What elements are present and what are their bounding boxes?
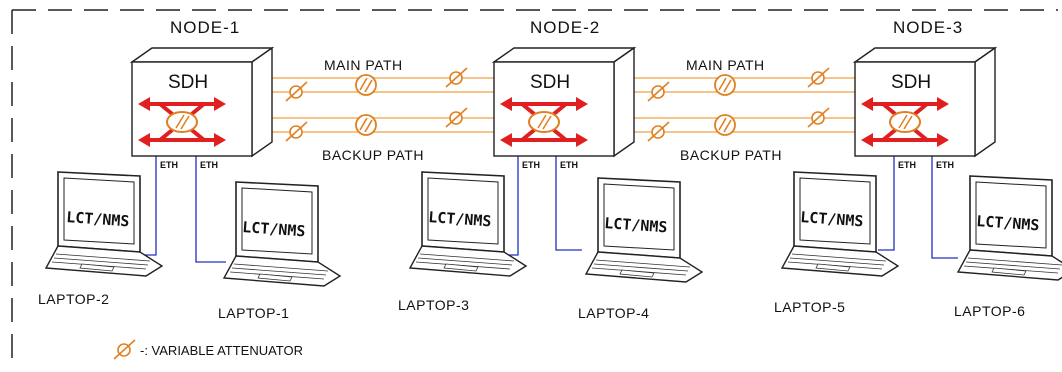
eth-port-label: ETH <box>522 160 540 170</box>
link1-main-path-label: MAIN PATH <box>324 57 403 73</box>
link2-main-path-label: MAIN PATH <box>686 57 765 73</box>
laptop-screen-text: LCT/NMS <box>428 208 492 230</box>
laptop-label: LAPTOP-4 <box>578 305 649 321</box>
node-title: NODE-2 <box>530 18 600 37</box>
dashed-frame <box>11 9 1058 366</box>
laptop-label: LAPTOP-1 <box>218 305 289 321</box>
laptop-4: LCT/NMS LAPTOP-4 <box>578 177 703 321</box>
laptop-screen-text: LCT/NMS <box>976 212 1040 234</box>
node-1: NODE-1 SDH ETH ETH <box>131 18 273 170</box>
eth-port-label: ETH <box>898 160 916 170</box>
eth-port-label: ETH <box>200 160 218 170</box>
laptop-label: LAPTOP-3 <box>398 297 469 313</box>
eth-port-label: ETH <box>560 160 578 170</box>
laptop-6: LCT/NMS LAPTOP-6 <box>954 175 1062 319</box>
laptop-screen-text: LCT/NMS <box>800 208 864 230</box>
node-3: NODE-3 SDH ETH ETH <box>854 18 996 170</box>
link1-attenuators <box>285 67 468 142</box>
legend-text: -: VARIABLE ATTENUATOR <box>140 343 303 358</box>
laptop-5: LCT/NMS LAPTOP-5 <box>774 171 899 315</box>
node-2: NODE-2 SDH ETH ETH <box>493 18 635 170</box>
laptop-label: LAPTOP-6 <box>954 303 1025 319</box>
eth-port-label: ETH <box>936 160 954 170</box>
laptop-label: LAPTOP-5 <box>774 299 845 315</box>
variable-attenuator-icon <box>113 339 136 360</box>
link2-attenuators <box>647 67 830 142</box>
laptop-screen-text: LCT/NMS <box>604 214 668 236</box>
laptop-1: LCT/NMS LAPTOP-1 <box>218 181 341 321</box>
laptop-screen-text: LCT/NMS <box>66 208 130 230</box>
laptop-screen-text: LCT/NMS <box>242 218 306 240</box>
link1-backup-path-label: BACKUP PATH <box>322 147 424 163</box>
sdh-label: SDH <box>530 72 570 93</box>
link2-backup-path-label: BACKUP PATH <box>680 147 782 163</box>
node-title: NODE-1 <box>170 18 240 37</box>
node-title: NODE-3 <box>893 18 963 37</box>
laptop-2: LCT/NMS LAPTOP-2 <box>38 171 163 307</box>
legend: -: VARIABLE ATTENUATOR <box>113 339 303 360</box>
laptop-3: LCT/NMS LAPTOP-3 <box>398 171 527 313</box>
sdh-label: SDH <box>891 72 931 93</box>
sdh-label: SDH <box>168 72 208 93</box>
laptop-label: LAPTOP-2 <box>38 291 109 307</box>
eth-port-label: ETH <box>160 160 178 170</box>
